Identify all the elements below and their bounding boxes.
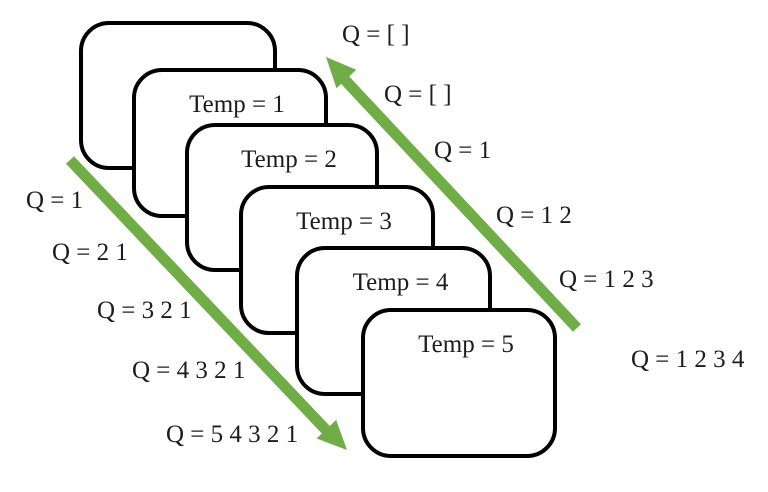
queue-state-label-left-3: Q = 3 2 1: [97, 297, 192, 324]
queue-state-label-left-5: Q = 5 4 3 2 1: [166, 421, 299, 448]
card-temp-1-label: Temp = 1: [189, 91, 285, 118]
queue-state-label-right-6: Q = 1 2 3 4: [631, 346, 745, 373]
queue-state-label-left-1: Q = 1: [26, 187, 84, 214]
card-temp-5: Temp = 5: [361, 308, 557, 458]
queue-state-label-right-3: Q = 1: [434, 137, 492, 164]
queue-state-label-left-2: Q = 2 1: [52, 239, 128, 266]
card-temp-2-label: Temp = 2: [241, 146, 337, 173]
queue-state-label-left-4: Q = 4 3 2 1: [132, 357, 246, 384]
queue-state-label-right-5: Q = 1 2 3: [559, 266, 654, 293]
card-temp-5-label: Temp = 5: [418, 331, 514, 358]
queue-state-label-right-4: Q = 1 2: [496, 202, 572, 229]
card-temp-4-label: Temp = 4: [352, 269, 449, 296]
queue-state-label-right-1: Q = [ ]: [342, 21, 410, 48]
queue-state-label-right-2: Q = [ ]: [384, 81, 452, 108]
card-temp-3-label: Temp = 3: [296, 208, 392, 235]
